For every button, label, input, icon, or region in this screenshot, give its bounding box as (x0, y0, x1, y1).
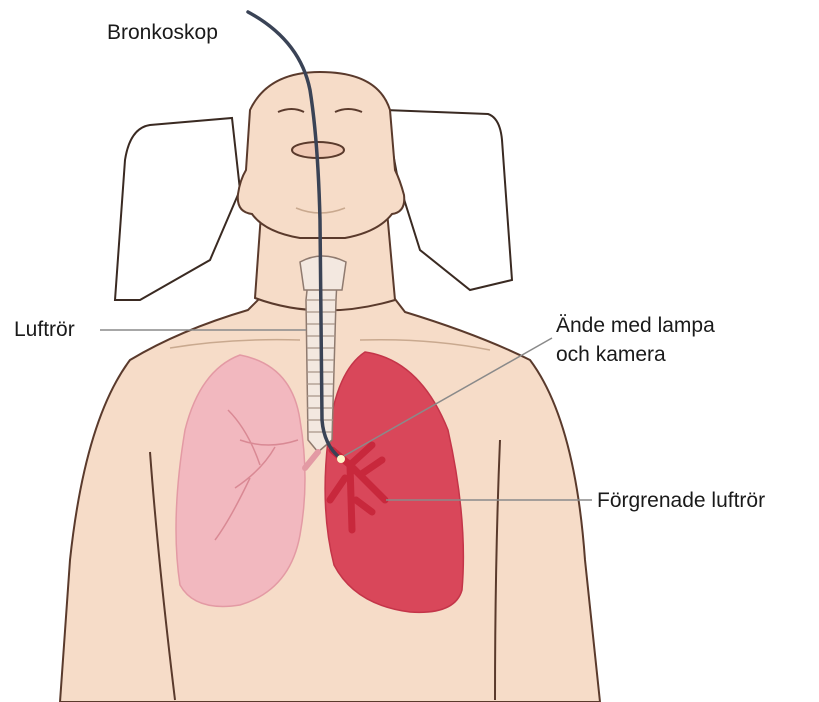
label-scope-tip-line1: Ände med lampa (556, 313, 715, 339)
label-trachea: Luftrör (14, 317, 75, 343)
label-bronchoscope: Bronkoskop (107, 20, 218, 46)
label-branched-airways: Förgrenade luftrör (597, 488, 765, 514)
scope-tip-light (337, 455, 345, 463)
larynx (300, 256, 346, 290)
pillow (115, 118, 240, 300)
label-scope-tip-line2: och kamera (556, 342, 666, 368)
